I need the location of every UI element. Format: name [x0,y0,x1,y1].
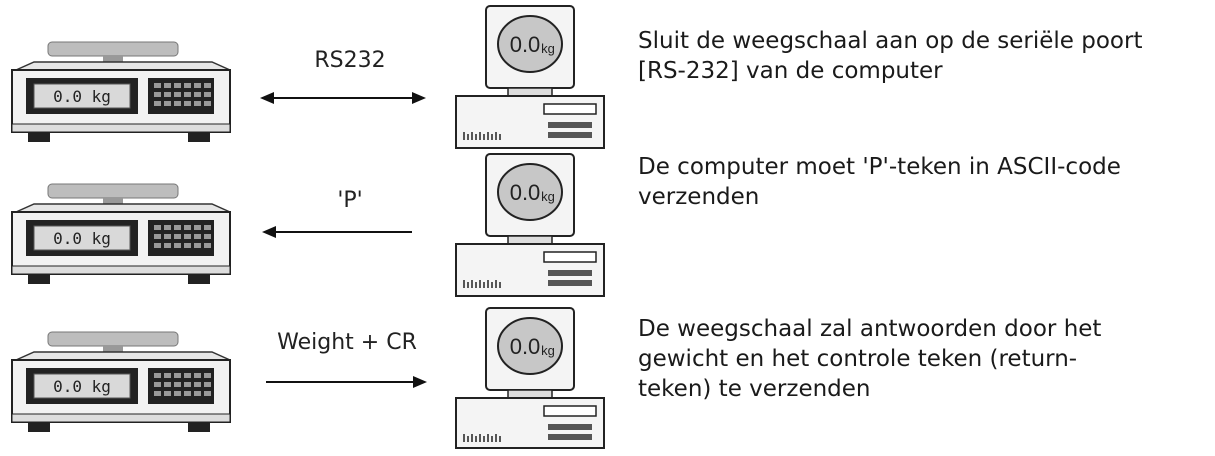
right-arrow-icon [266,376,427,388]
computer-icon: 0.0 kg [455,5,605,149]
step-row-2: 0.0 kg 'P' 0.0 kg De computer moet 'P'-t… [0,152,1215,304]
arrow-label: 'P' [337,188,363,213]
description-line: teken) te verzenden [638,376,871,402]
left-arrow-icon [262,226,412,238]
weighing-scale-icon: 0.0 kg [11,331,231,432]
description-line: De weegschaal zal antwoorden door het [638,316,1102,342]
computer-icon: 0.0 kg [455,307,605,449]
description-line: Sluit de weegschaal aan op de seriële po… [638,28,1143,54]
computer-display-text: 0.0 [510,180,541,205]
step-row-1: 0.0 kg RS232 0.0 kg Sluit de weegschaal … [0,0,1215,152]
weighing-scale-icon: 0.0 kg [11,41,231,142]
scale-display-text: 0.0 kg [53,377,111,396]
weighing-scale-icon: 0.0 kg [11,183,231,284]
description-line: [RS-232] van de computer [638,58,943,84]
computer-display-unit: kg [541,189,555,204]
description-line: gewicht en het controle teken (return- [638,346,1078,372]
computer-display-unit: kg [541,41,555,56]
scale-display-text: 0.0 kg [53,87,111,106]
arrow-label: RS232 [314,48,386,73]
computer-display-text: 0.0 [510,334,541,359]
computer-display-unit: kg [541,343,555,358]
step-description: Sluit de weegschaal aan op de seriële po… [638,26,1142,86]
step-description: De computer moet 'P'-teken in ASCII-code… [638,152,1121,212]
description-line: De computer moet 'P'-teken in ASCII-code [638,154,1121,180]
bidirectional-arrow-icon [260,92,426,104]
arrow-label: Weight + CR [277,330,417,355]
description-line: verzenden [638,184,760,210]
scale-display-text: 0.0 kg [53,229,111,248]
computer-display-text: 0.0 [510,32,541,57]
step-row-3: 0.0 kg Weight + CR 0.0 kg De weegschaal … [0,304,1215,456]
step-description: De weegschaal zal antwoorden door het ge… [638,314,1101,404]
computer-icon: 0.0 kg [455,153,605,297]
